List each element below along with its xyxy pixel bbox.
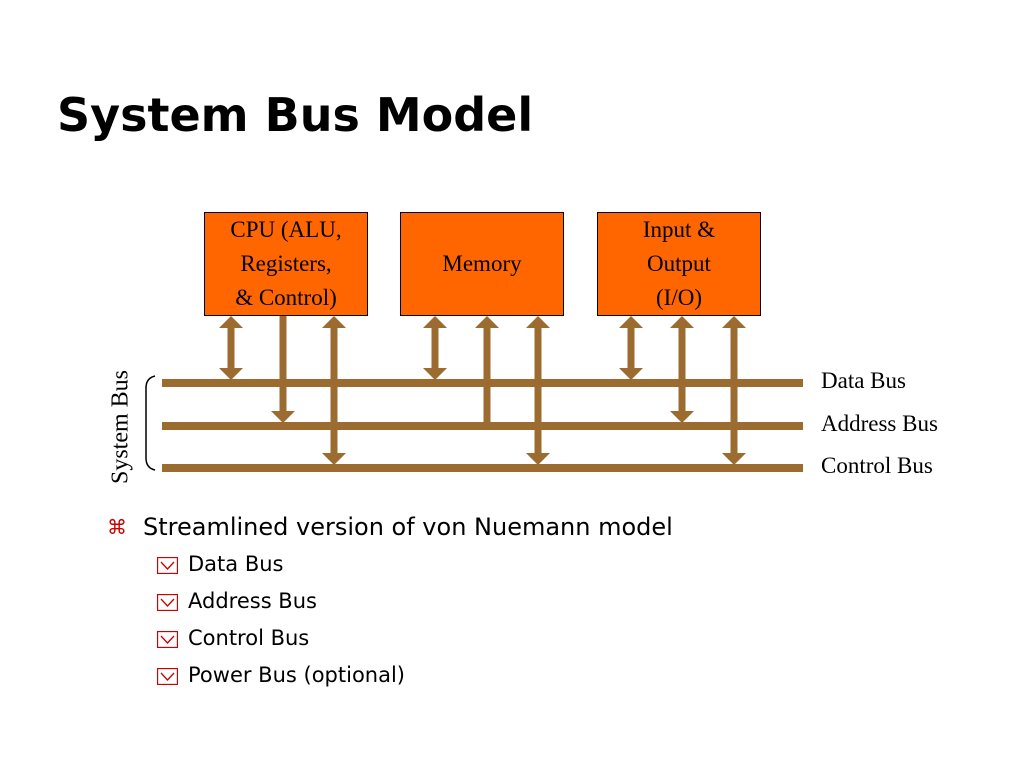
cpu-box: CPU (ALU, Registers, & Control)	[204, 212, 368, 316]
system-bus-brace	[145, 375, 156, 471]
slide-title: System Bus Model	[57, 88, 534, 142]
checkbox-icon	[157, 631, 178, 648]
sub-bullet-text: Power Bus (optional)	[188, 663, 405, 687]
control-bus-label: Control Bus	[821, 453, 933, 478]
command-icon: ⌘	[107, 515, 127, 539]
data-bus-label: Data Bus	[821, 368, 906, 393]
sub-bullet-text: Data Bus	[188, 552, 284, 576]
io-data-arrow	[619, 316, 643, 380]
checkbox-icon	[157, 594, 178, 611]
bullet-main-text: Streamlined version of von Nuemann model	[143, 513, 673, 541]
address-bus-label: Address Bus	[821, 411, 938, 436]
checkbox-icon	[157, 557, 178, 574]
memory-label: Memory	[442, 251, 522, 276]
memory-box: Memory	[400, 212, 564, 316]
cpu-control-arrow	[322, 316, 346, 465]
sub-bullet-text: Address Bus	[188, 589, 317, 613]
io-address-arrow	[670, 316, 694, 423]
sub-bullet-text: Control Bus	[188, 626, 310, 650]
system-bus-label: System Bus	[107, 369, 134, 485]
memory-address-arrow	[475, 316, 499, 426]
memory-data-arrow	[423, 316, 447, 380]
io-control-arrow	[722, 316, 746, 465]
io-box: Input & Output (I/O)	[597, 212, 761, 316]
memory-control-arrow	[526, 316, 550, 465]
checkbox-icon	[157, 668, 178, 685]
cpu-label: CPU (ALU, Registers, & Control)	[230, 217, 342, 310]
io-label: Input & Output (I/O)	[642, 217, 716, 310]
cpu-data-arrow	[219, 316, 243, 380]
cpu-address-arrow	[271, 316, 295, 423]
